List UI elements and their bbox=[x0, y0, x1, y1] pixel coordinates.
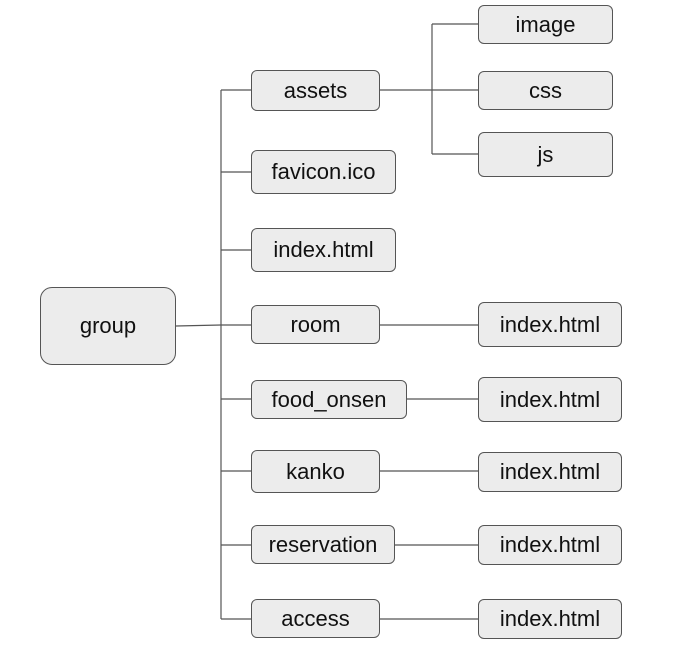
node-room-index-html: index.html bbox=[478, 302, 622, 347]
node-assets: assets bbox=[251, 70, 380, 111]
node-access-index-html: index.html bbox=[478, 599, 622, 639]
node-image: image bbox=[478, 5, 613, 44]
node-food-onsen-index-html: index.html bbox=[478, 377, 622, 422]
connector bbox=[175, 324, 222, 327]
node-kanko-index-html: index.html bbox=[478, 452, 622, 492]
node-index-html: index.html bbox=[251, 228, 396, 272]
node-group: group bbox=[40, 287, 176, 365]
node-css: css bbox=[478, 71, 613, 110]
node-reservation: reservation bbox=[251, 525, 395, 564]
node-room: room bbox=[251, 305, 380, 344]
node-reservation-index-html: index.html bbox=[478, 525, 622, 565]
node-food-onsen: food_onsen bbox=[251, 380, 407, 419]
node-favicon: favicon.ico bbox=[251, 150, 396, 194]
node-access: access bbox=[251, 599, 380, 638]
node-js: js bbox=[478, 132, 613, 177]
node-kanko: kanko bbox=[251, 450, 380, 493]
